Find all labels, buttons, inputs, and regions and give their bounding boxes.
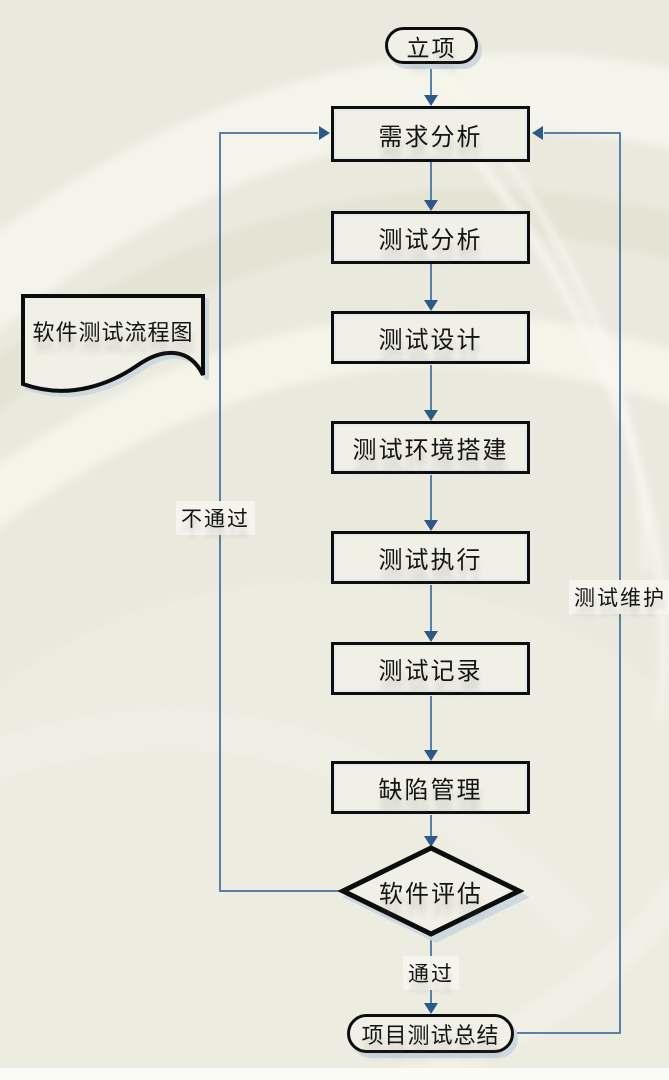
- edge-label-maintenance: 测试维护: [569, 580, 669, 614]
- annotation-document: 软件测试流程图: [18, 291, 208, 406]
- node-project-test-summary-label: 项目测试总结: [361, 1022, 500, 1048]
- node-test-recording-label: 测试记录: [378, 659, 483, 685]
- node-requirement-analysis: 需求分析: [331, 106, 536, 169]
- annotation-document-label: 软件测试流程图: [32, 320, 194, 345]
- node-test-design: 测试设计: [331, 311, 536, 371]
- arrowhead: [424, 410, 438, 421]
- arrowhead: [424, 520, 438, 531]
- document-shape: [21, 294, 205, 393]
- node-software-evaluation-label: 软件评估: [379, 881, 483, 908]
- diamond-shape: [337, 845, 525, 937]
- node-test-analysis-label: 测试分析: [378, 228, 483, 254]
- arrowhead: [424, 1003, 438, 1014]
- node-test-execution-label: 测试执行: [378, 548, 483, 574]
- arrowhead: [424, 750, 438, 761]
- arrowhead: [424, 95, 438, 106]
- arrowhead: [532, 126, 543, 140]
- edge-label-pass: 通过: [403, 956, 459, 990]
- node-start: 立项: [385, 27, 478, 64]
- arrowhead: [424, 300, 438, 311]
- node-start-label: 立项: [406, 35, 457, 61]
- node-test-recording: 测试记录: [331, 642, 536, 702]
- bottom-strip: [0, 1068, 669, 1080]
- node-test-execution: 测试执行: [331, 531, 536, 591]
- arrowhead: [319, 126, 330, 140]
- node-test-env-setup: 测试环境搭建: [331, 421, 536, 481]
- node-test-env-setup-label: 测试环境搭建: [352, 438, 509, 464]
- arrowhead: [424, 631, 438, 642]
- edge-label-fail: 不通过: [176, 501, 255, 535]
- node-requirement-analysis-label: 需求分析: [378, 124, 483, 151]
- node-defect-management-label: 缺陷管理: [378, 778, 483, 804]
- node-software-evaluation: 软件评估: [337, 843, 525, 939]
- node-defect-management: 缺陷管理: [331, 761, 536, 821]
- node-test-design-label: 测试设计: [378, 328, 483, 354]
- node-project-test-summary: 项目测试总结: [347, 1014, 514, 1053]
- arrowhead: [424, 200, 438, 211]
- node-test-analysis: 测试分析: [331, 211, 536, 271]
